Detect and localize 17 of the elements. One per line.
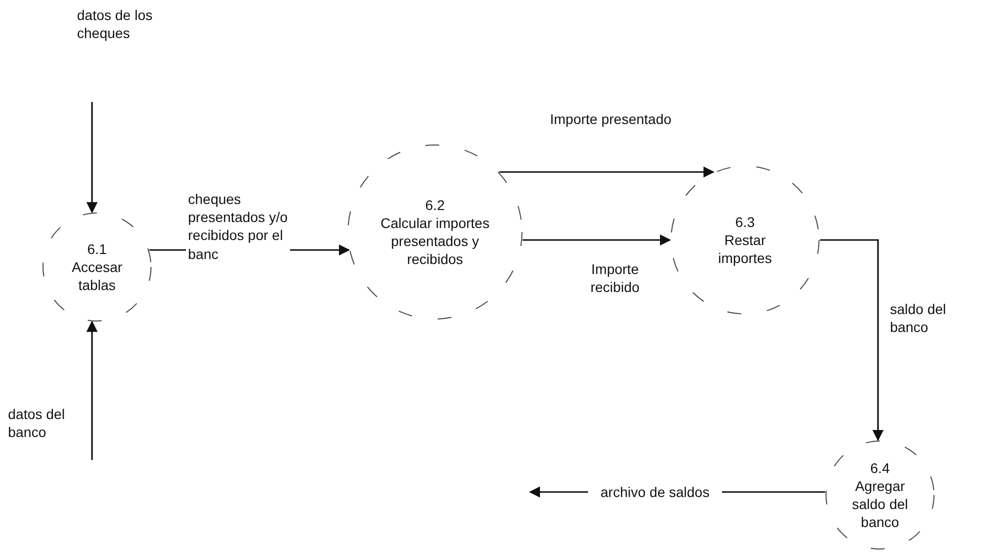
- arrow: [522, 234, 672, 246]
- arrow: [86, 320, 98, 460]
- process-name: Restar importes: [717, 230, 773, 268]
- arrow: [499, 166, 715, 178]
- process-circle: [42, 212, 152, 322]
- process-name: Calcular importes presentados y recibidos: [380, 214, 490, 268]
- process-name: Accesar tablas: [70, 258, 124, 294]
- process-name: Agregar saldo del banco: [850, 476, 910, 532]
- process-circle: [670, 165, 820, 315]
- process-number: 6.4: [870, 458, 890, 477]
- process-number: 6.2: [425, 196, 445, 214]
- process-circle: [347, 144, 523, 320]
- process-circle: [825, 440, 935, 550]
- arrow: [86, 102, 98, 214]
- arrow: [820, 239, 884, 442]
- process-number: 6.3: [735, 212, 755, 231]
- process-number: 6.1: [87, 240, 107, 258]
